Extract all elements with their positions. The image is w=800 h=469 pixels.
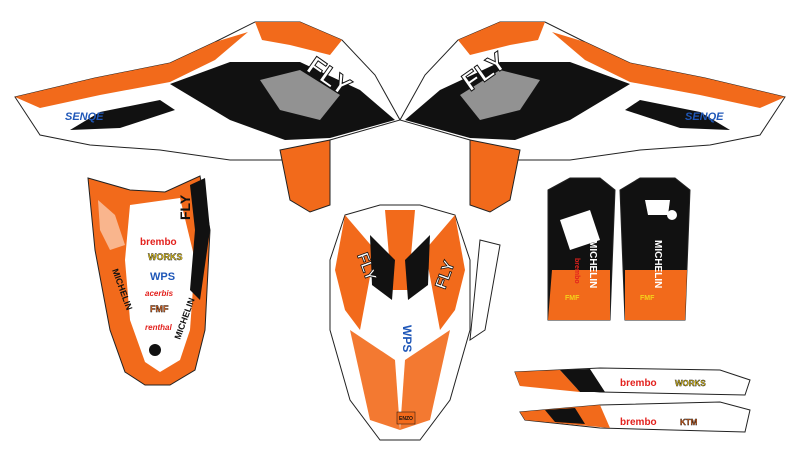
fender-sponsor-fmf: FMF <box>150 304 169 314</box>
plate-enzo-badge <box>396 411 416 425</box>
fork-right-sponsor-michelin: MICHELIN <box>652 240 663 288</box>
left-radiator-shroud: SENQE FLY <box>14 21 401 213</box>
fork-guards: brembo MICHELIN FMF MICHELIN FMF <box>547 177 691 321</box>
fender-brand-mark: FLY <box>177 194 193 220</box>
right-shroud-sponsor-label: SENQE <box>685 111 724 123</box>
fender-sponsor-renthal: renthal <box>145 323 172 332</box>
fork-left-sponsor-fmf: FMF <box>565 295 580 302</box>
swingarm-bottom-sponsor-brembo: brembo <box>620 417 657 428</box>
swingarm-decals: brembo WORKS brembo KTM <box>514 367 751 433</box>
swingarm-bottom-sponsor-ktm: KTM <box>680 418 698 427</box>
plate-sponsor-wps: WPS <box>400 325 414 352</box>
fender-sponsor-works: WORKS <box>148 252 183 262</box>
plate-sponsor-enzo: ENZO <box>399 416 413 422</box>
front-number-plate: FLY FLY WPS ENZO <box>329 204 501 441</box>
fender-sponsor-brembo: brembo <box>140 237 177 248</box>
swingarm-top-sponsor-works: WORKS <box>675 379 706 388</box>
fender-sponsor-acerbis: acerbis <box>145 289 174 298</box>
fork-left-sponsor-brembo: brembo <box>573 258 580 284</box>
left-shroud-sponsor-label: SENQE <box>65 111 104 123</box>
fender-sponsor-wps: WPS <box>150 271 175 283</box>
fender-logo-badge-icon <box>149 344 161 356</box>
right-radiator-shroud: SENQE FLY <box>399 21 786 213</box>
fork-right-sponsor-fmf: FMF <box>640 295 655 302</box>
swingarm-top-sponsor-brembo: brembo <box>620 378 657 389</box>
fork-left-sponsor-michelin: MICHELIN <box>587 240 598 288</box>
rear-fender: brembo WORKS WPS acerbis FMF renthal MIC… <box>87 175 211 386</box>
fork-right-logo-badge-icon <box>667 210 677 220</box>
